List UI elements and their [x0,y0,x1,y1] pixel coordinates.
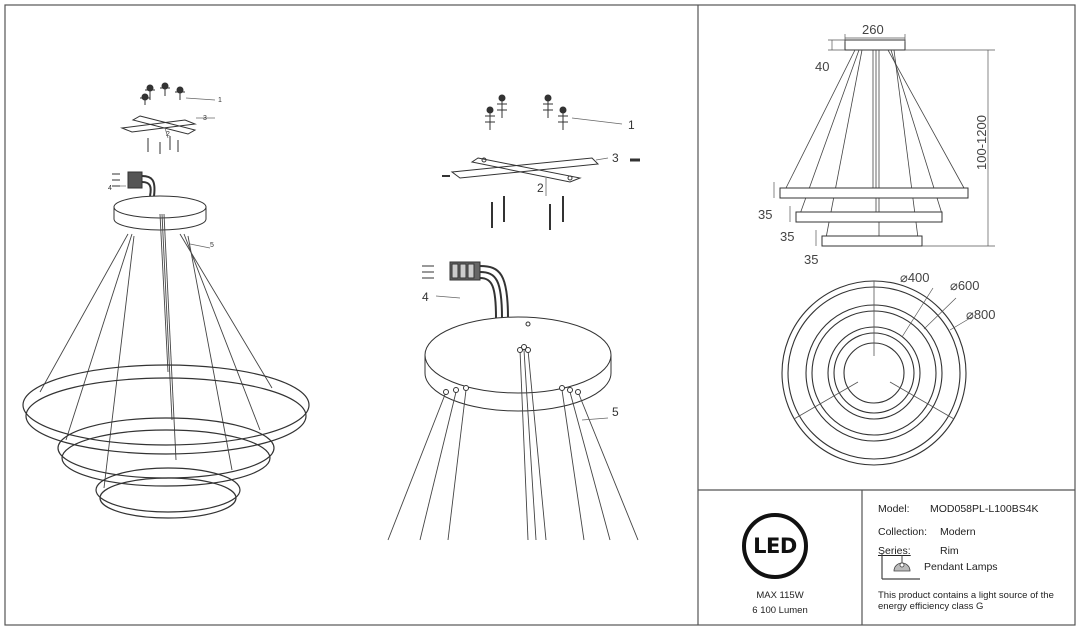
dim-diameter-800: ⌀800 [966,307,996,322]
middle-mounting-bracket [442,157,640,183]
dim-overall-height: 100-1200 [974,115,989,170]
middle-canopy-view [387,94,640,541]
top-diameter-leaders [901,287,973,338]
dim-ring-height-3: 35 [804,252,818,267]
info-model-key: Model: [878,503,910,515]
middle-wire-connector [422,261,509,319]
middle-callout-5: 5 [612,405,619,419]
dim-ring-height-2: 35 [780,229,794,244]
middle-bracket-screws [491,196,564,230]
pendant-lamp-icon [881,553,920,580]
left-callout-2: 2 [166,131,170,138]
info-series-value: Rim [940,545,959,557]
side-dimension-lines [773,34,995,247]
left-callout-5: 5 [210,242,214,249]
side-elevation-view [773,34,995,247]
left-callout-lines [120,97,216,249]
side-ring-outer [779,187,969,199]
left-callout-1: 1 [218,97,222,104]
led-logo: LED [742,513,808,579]
led-power: MAX 115W [756,590,804,601]
led-badge-panel: LED MAX 115W 6 100 Lumen [700,492,860,622]
middle-callout-1: 1 [628,118,635,132]
middle-suspension-wires [387,349,639,541]
middle-callout-lines [435,117,623,421]
side-suspension-wires [785,49,965,239]
dim-diameter-600: ⌀600 [950,278,980,293]
energy-efficiency-note: This product contains a light source of … [878,590,1054,612]
info-series-key: Series: [878,545,911,557]
led-logo-text: LED [753,534,797,558]
left-mounting-screws [140,82,185,105]
dim-diameter-400: ⌀400 [900,270,930,285]
left-callout-4: 4 [108,185,112,192]
middle-callout-3: 3 [612,151,619,165]
info-collection-value: Modern [940,526,976,538]
middle-canopy-disc [424,316,612,412]
middle-callout-2: 2 [537,181,544,195]
top-suspension-wires [793,281,955,420]
top-plan-view [781,280,973,466]
left-mounting-bracket [120,115,197,135]
middle-callout-4: 4 [422,290,429,304]
info-model-value: MOD058PL-L100BS4K [930,503,1039,515]
middle-wire-clamps [443,344,581,395]
outer-frame [4,4,1076,626]
dim-ring-height-1: 35 [758,207,772,222]
left-wire-connector [112,171,156,197]
side-canopy [844,39,906,51]
left-callout-3: 3 [203,115,207,122]
info-collection-key: Collection: [878,526,928,538]
left-bracket-screws [147,136,179,154]
info-model: Model: MOD058PL-L100BS4K [878,503,1039,515]
dim-canopy-height: 40 [815,59,829,74]
left-suspension-wires [39,213,273,489]
dim-canopy-width: 260 [862,22,884,37]
side-ring-inner [821,235,923,247]
info-category: Pendant Lamps [924,561,998,573]
middle-wall-anchors [485,94,568,130]
info-collection: Collection: Modern [878,526,976,538]
led-lumen: 6 100 Lumen [752,605,808,616]
left-rings [22,364,310,519]
info-series: Series: Rim [878,545,959,557]
left-canopy [113,195,207,231]
side-ring-middle [795,211,943,223]
left-assembled-view [22,82,310,519]
